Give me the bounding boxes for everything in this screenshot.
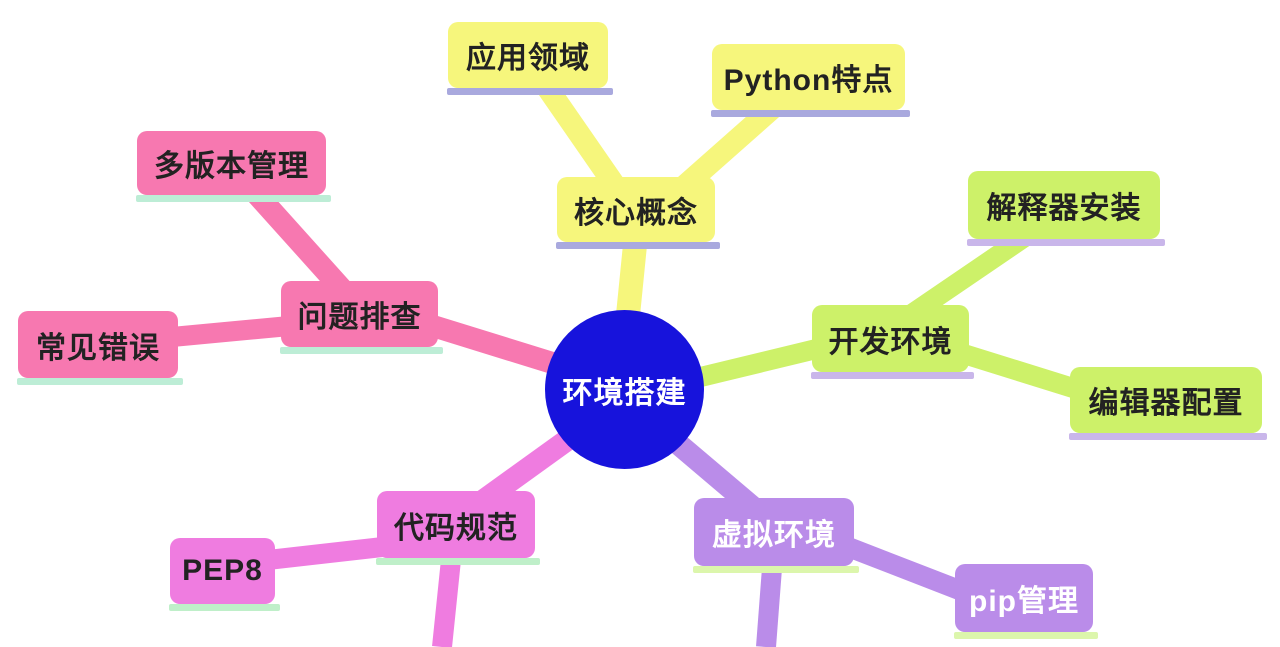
central-node[interactable]: 环境搭建 [545,310,704,469]
node-troubleshooting[interactable]: 问题排查 [280,281,443,354]
node-label: 核心概念 [574,196,698,230]
node-underline [447,88,613,95]
node-application-fields[interactable]: 应用领域 [447,22,613,95]
node-underline [280,347,443,354]
node-label: 常见错误 [36,331,160,365]
node-label: 问题排查 [297,301,422,334]
node-label: 编辑器配置 [1088,387,1244,420]
node-virtual-environment[interactable]: 虚拟环境 [693,498,859,573]
node-label: 虚拟环境 [712,519,836,552]
node-underline [136,195,331,202]
node-label: Python特点 [723,64,894,97]
node-pip-management[interactable]: pip管理 [954,564,1098,639]
node-dev-environment[interactable]: 开发环境 [811,305,974,379]
node-underline [811,372,974,379]
node-interpreter-install[interactable]: 解释器安装 [967,171,1165,246]
node-code-standards[interactable]: 代码规范 [376,491,540,565]
node-underline [1069,433,1267,440]
node-editor-config[interactable]: 编辑器配置 [1069,367,1267,440]
node-label: 多版本管理 [154,150,309,183]
node-label: 应用领域 [466,42,590,75]
node-pep8[interactable]: PEP8 [169,538,280,611]
node-label: pip管理 [969,585,1079,618]
node-label: 开发环境 [828,325,953,359]
edge-code-offscreen [432,548,462,647]
node-underline [169,604,280,611]
edge-code-pep8 [248,535,402,572]
node-underline [556,242,720,249]
node-label: PEP8 [182,554,263,587]
node-underline [954,632,1098,639]
central-node-label: 环境搭建 [562,376,687,410]
node-label: 代码规范 [394,511,518,545]
node-multi-version[interactable]: 多版本管理 [136,131,331,202]
node-python-features[interactable]: Python特点 [711,44,910,117]
node-underline [967,239,1165,246]
edge-trouble-multiversion [244,182,359,306]
node-underline [17,378,183,385]
node-common-errors[interactable]: 常见错误 [17,311,183,385]
node-underline [376,558,540,565]
node-label: 解释器安装 [986,192,1142,225]
node-core-concepts[interactable]: 核心概念 [556,177,720,249]
node-underline [711,110,910,117]
node-underline [693,566,859,573]
